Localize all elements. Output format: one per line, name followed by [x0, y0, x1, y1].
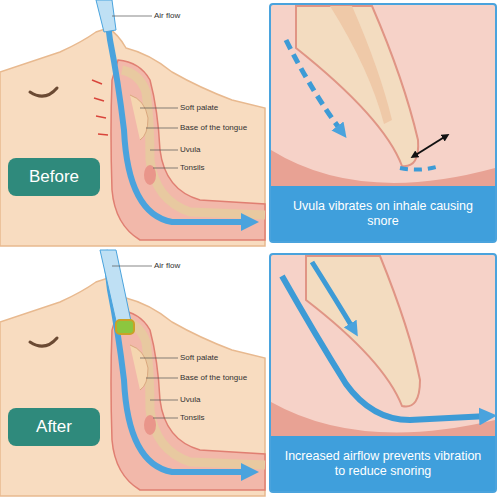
- zoom-panel: [270, 254, 496, 492]
- part-label: Uvula: [180, 145, 200, 154]
- node-text: Increased airflow prevents vibration to …: [279, 449, 487, 479]
- leader-lines: [112, 16, 178, 168]
- leader-lines: [112, 266, 178, 418]
- part-label: Base of the tongue: [180, 123, 247, 132]
- air-tube: [100, 250, 132, 330]
- part-label: Uvula: [180, 395, 200, 404]
- part-label: Soft palate: [180, 353, 218, 362]
- nasal-device: [116, 320, 134, 334]
- part-label: Soft palate: [180, 103, 218, 112]
- node-text: After: [36, 417, 72, 437]
- head-illustration: [0, 250, 265, 496]
- status-badge: After: [8, 408, 100, 446]
- caption-band: Increased airflow prevents vibration to …: [271, 436, 495, 491]
- node-text: Uvula vibrates on inhale causing snore: [279, 199, 487, 229]
- part-label: Air flow: [154, 11, 180, 20]
- part-label: Air flow: [154, 261, 180, 270]
- vibration-marks: [92, 80, 108, 135]
- status-badge: Before: [8, 158, 100, 196]
- caption-band: Uvula vibrates on inhale causing snore: [271, 186, 495, 241]
- head-illustration: [0, 0, 265, 246]
- node-text: Before: [29, 167, 79, 187]
- part-label: Tonsils: [180, 413, 204, 422]
- part-label: Tonsils: [180, 163, 204, 172]
- part-label: Base of the tongue: [180, 373, 247, 382]
- zoom-panel: [270, 4, 496, 242]
